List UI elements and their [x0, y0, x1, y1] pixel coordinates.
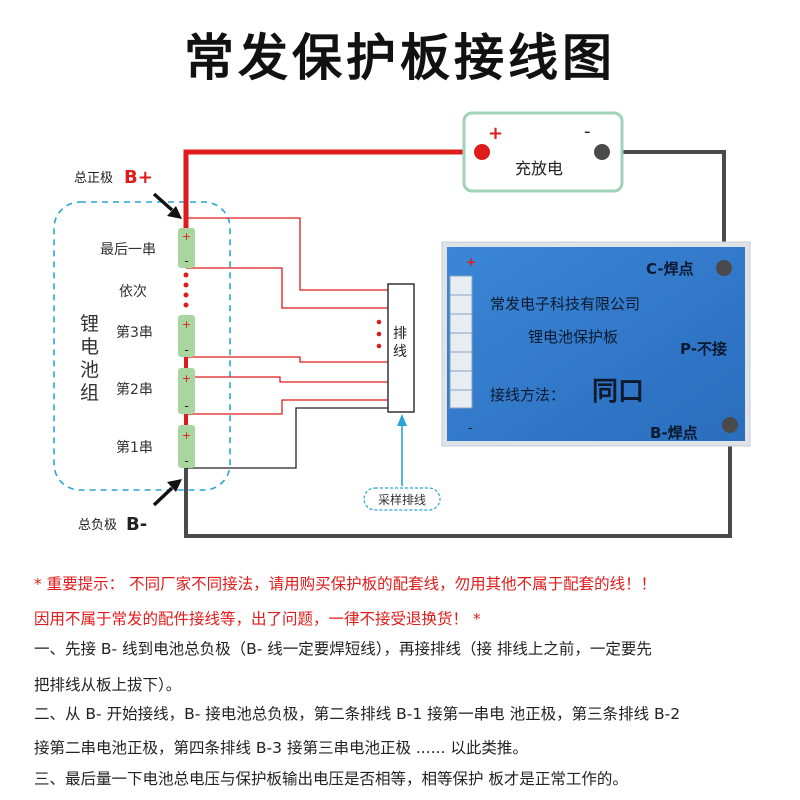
b-pad-terminal	[722, 417, 738, 433]
sense-wire-3	[186, 356, 388, 363]
harness-connector	[387, 283, 415, 413]
harness-dot	[376, 331, 382, 337]
harness-callout-arrow	[397, 414, 407, 486]
harness-dot	[376, 343, 382, 349]
wiring-diagram: 锂 电 池 组 + - + - + - + - 最后一串 依次 第3	[53, 111, 751, 538]
sense-wire-1	[186, 399, 388, 415]
sense-wire-negative	[186, 407, 388, 469]
b-plus-main-wire	[183, 149, 482, 228]
board-method-label: 接线方法：	[490, 386, 565, 404]
cell-minus: -	[184, 343, 188, 357]
battery-side-label-4: 组	[80, 382, 99, 404]
note-step-2-cont: 接第二串电池正极，第四条排线 B-3 接第三串电池正极 ...... 以此类推。	[34, 739, 528, 757]
board-p-pad-label: P-不接	[680, 340, 727, 358]
total-negative-label: 总负极	[78, 518, 117, 533]
note-step-1: 一、先接 B- 线到电池总负极（B- 线一定要焊短线），再接排线（接 排线上之前…	[34, 640, 652, 658]
arrow-to-b-minus	[152, 479, 182, 507]
series-dot	[183, 302, 189, 308]
cell-label-sequence: 依次	[119, 284, 147, 300]
board-product-name: 锂电池保护板	[528, 328, 618, 346]
series-dot	[183, 292, 189, 298]
sense-wire-top	[186, 217, 388, 291]
battery-side-label-3: 池	[80, 359, 99, 381]
page-title: 常发保护板接线图	[184, 29, 616, 87]
cell-plus: +	[182, 429, 191, 442]
series-dot	[183, 282, 189, 288]
charger-label: 充放电	[515, 159, 563, 178]
series-dot	[183, 272, 189, 278]
cell-plus: +	[182, 372, 191, 385]
charger-minus-terminal	[594, 144, 610, 160]
cell-minus: -	[184, 254, 188, 268]
cell-label-1: 第1串	[116, 439, 153, 456]
total-negative-sign: B-	[126, 514, 147, 535]
note-warning-2: 因用不属于常发的配件接线等，出了问题，一律不接受退换货！ *	[34, 610, 481, 628]
total-positive-label: 总正极	[74, 171, 113, 186]
battery-side-label-2: 电	[80, 336, 99, 358]
board-c-pad-label: C-焊点	[646, 260, 694, 278]
cell-2: + -	[178, 368, 195, 414]
charger-plus-terminal	[474, 144, 490, 160]
total-positive-sign: B+	[124, 167, 153, 188]
sense-wire-2	[186, 376, 388, 383]
charger-minus-sign: -	[584, 121, 591, 142]
cell-plus: +	[182, 230, 191, 243]
cell-last: + -	[178, 228, 195, 268]
battery-side-label-1: 锂	[80, 313, 99, 335]
board-b-pad-label: B-焊点	[650, 424, 698, 442]
note-step-3: 三、最后量一下电池总电压与保护板输出电压是否相等，相等保护 板才是正常工作的。	[34, 770, 628, 788]
charger-box	[462, 111, 624, 193]
cell-1: + -	[178, 425, 195, 468]
cell-plus: +	[182, 318, 191, 331]
arrow-to-b-plus	[152, 192, 182, 219]
b-minus-main-wire	[184, 425, 732, 538]
cell-3: + -	[178, 315, 195, 357]
harness-label-2: 线	[393, 344, 407, 360]
harness-callout-label: 采样排线	[378, 492, 426, 507]
c-pad-terminal	[716, 260, 732, 276]
harness-dot	[376, 319, 382, 325]
note-warning-1: * 重要提示： 不同厂家不同接法，请用购买保护板的配套线，勿用其他不属于配套的线…	[34, 575, 657, 593]
cell-label-3: 第3串	[116, 324, 153, 341]
board-connector	[449, 275, 473, 409]
note-step-1-cont: 把排线从板上拔下）。	[34, 676, 182, 694]
board-minus-sign: -	[468, 421, 473, 436]
sense-wire-last	[186, 267, 388, 309]
charger-plus-sign: +	[488, 123, 503, 144]
board-plus-sign: +	[466, 255, 476, 269]
cell-label-2: 第2串	[116, 381, 153, 398]
note-step-2: 二、从 B- 开始接线，B- 接电池总负极，第二条排线 B-1 接第一串电 池正…	[34, 705, 681, 723]
board-method-value: 同口	[592, 377, 644, 407]
cell-label-last: 最后一串	[100, 242, 156, 258]
c-minus-wire	[602, 150, 726, 268]
board-company-name: 常发电子科技有限公司	[490, 295, 640, 313]
harness-label-1: 排	[393, 326, 407, 342]
cell-minus: -	[184, 399, 188, 413]
harness-callout-box	[363, 487, 441, 511]
cell-minus: -	[184, 454, 188, 468]
protection-board	[441, 241, 751, 447]
